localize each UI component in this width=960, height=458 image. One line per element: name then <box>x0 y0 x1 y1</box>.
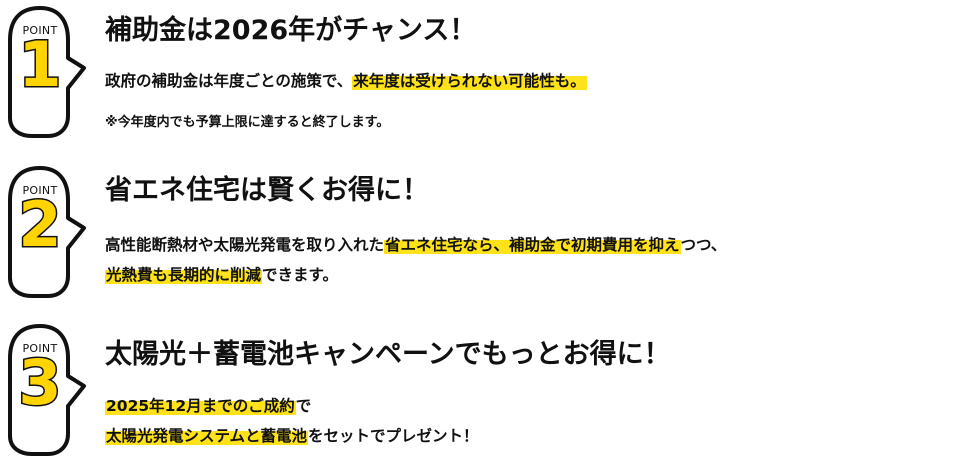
point-2-title: 省エネ住宅は賢くお得に！ <box>105 175 429 206</box>
highlighted-text: 2025年12月までのご成約 <box>105 397 296 415</box>
badge-number: 2 <box>17 188 63 261</box>
badge-number: 1 <box>17 28 63 101</box>
body-line-2: 太陽光発電システムと蓄電池をセットでプレゼント！ <box>105 421 479 451</box>
point-3-badge: POINT 3 <box>0 318 92 458</box>
highlighted-text: 光熱費も長期的に削減 <box>105 266 263 284</box>
speech-bubble-icon <box>8 166 86 298</box>
body-text: をセットでプレゼント！ <box>308 427 479 445</box>
body-text: できます。 <box>262 266 338 284</box>
body-text: で <box>295 397 312 415</box>
highlighted-text: 省エネ住宅なら、補助金で初期費用を抑え <box>384 236 681 254</box>
point-3-title: 太陽光＋蓄電池キャンペーンでもっとお得に！ <box>105 339 671 370</box>
badge-number: 3 <box>17 346 63 419</box>
highlighted-text: 来年度は受けられない可能性も。 <box>352 72 587 90</box>
speech-bubble-icon <box>8 6 86 138</box>
body-text: つつ、 <box>680 236 727 254</box>
point-2-body: 高性能断熱材や太陽光発電を取り入れた省エネ住宅なら、補助金で初期費用を抑えつつ、… <box>105 230 726 290</box>
body-text: 高性能断熱材や太陽光発電を取り入れた <box>105 236 385 254</box>
point-1-badge: POINT 1 <box>0 0 92 140</box>
badge-label: POINT <box>22 24 58 37</box>
body-line-1: 高性能断熱材や太陽光発電を取り入れた省エネ住宅なら、補助金で初期費用を抑えつつ、 <box>105 230 726 260</box>
point-3-body: 2025年12月までのご成約で 太陽光発電システムと蓄電池をセットでプレゼント！ <box>105 391 479 451</box>
badge-label: POINT <box>22 184 58 197</box>
point-1-body: 政府の補助金は年度ごとの施策で、来年度は受けられない可能性も。 <box>105 66 587 96</box>
speech-bubble-icon <box>8 324 86 456</box>
badge-label: POINT <box>22 342 58 355</box>
body-text: 政府の補助金は年度ごとの施策で、 <box>105 72 353 90</box>
body-line-2: 光熱費も長期的に削減できます。 <box>105 260 726 290</box>
body-line-1: 2025年12月までのご成約で <box>105 391 479 421</box>
point-1-note: ※今年度内でも予算上限に達すると終了します。 <box>105 115 390 130</box>
point-1-title: 補助金は2026年がチャンス！ <box>105 15 477 46</box>
point-2-badge: POINT 2 <box>0 160 92 300</box>
highlighted-text: 太陽光発電システムと蓄電池 <box>105 427 309 445</box>
